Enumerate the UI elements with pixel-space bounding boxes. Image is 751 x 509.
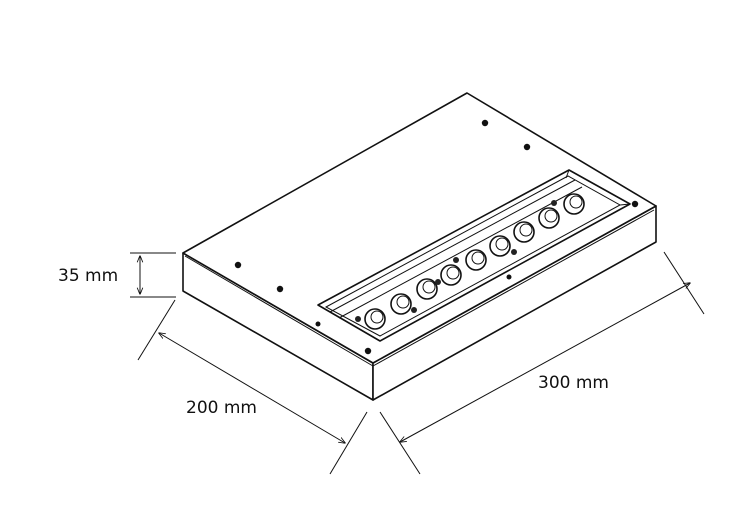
depth-label: 200 mm [186, 398, 257, 418]
mounting-hole [523, 143, 531, 151]
led-lens [435, 257, 462, 286]
led-lens [513, 221, 535, 243]
led-lens [355, 308, 386, 330]
housing [182, 92, 657, 401]
depth-dimension: 200 mm [137, 299, 368, 475]
mounting-hole [631, 200, 639, 208]
mounting-hole [276, 285, 284, 293]
width-dimension: 300 mm [379, 251, 705, 475]
mounting-hole [234, 261, 242, 269]
led-lens [416, 278, 438, 300]
led-lens [489, 235, 517, 257]
mounting-holes [234, 119, 639, 355]
width-label: 300 mm [538, 373, 609, 393]
height-dimension: 35 mm [58, 252, 176, 298]
housing-top-face [182, 92, 657, 364]
height-label: 35 mm [58, 266, 118, 286]
mounting-hole [364, 347, 372, 355]
led-lens [465, 249, 487, 271]
led-lens [538, 200, 560, 229]
mounting-hole [481, 119, 489, 127]
led-lens [563, 193, 585, 215]
